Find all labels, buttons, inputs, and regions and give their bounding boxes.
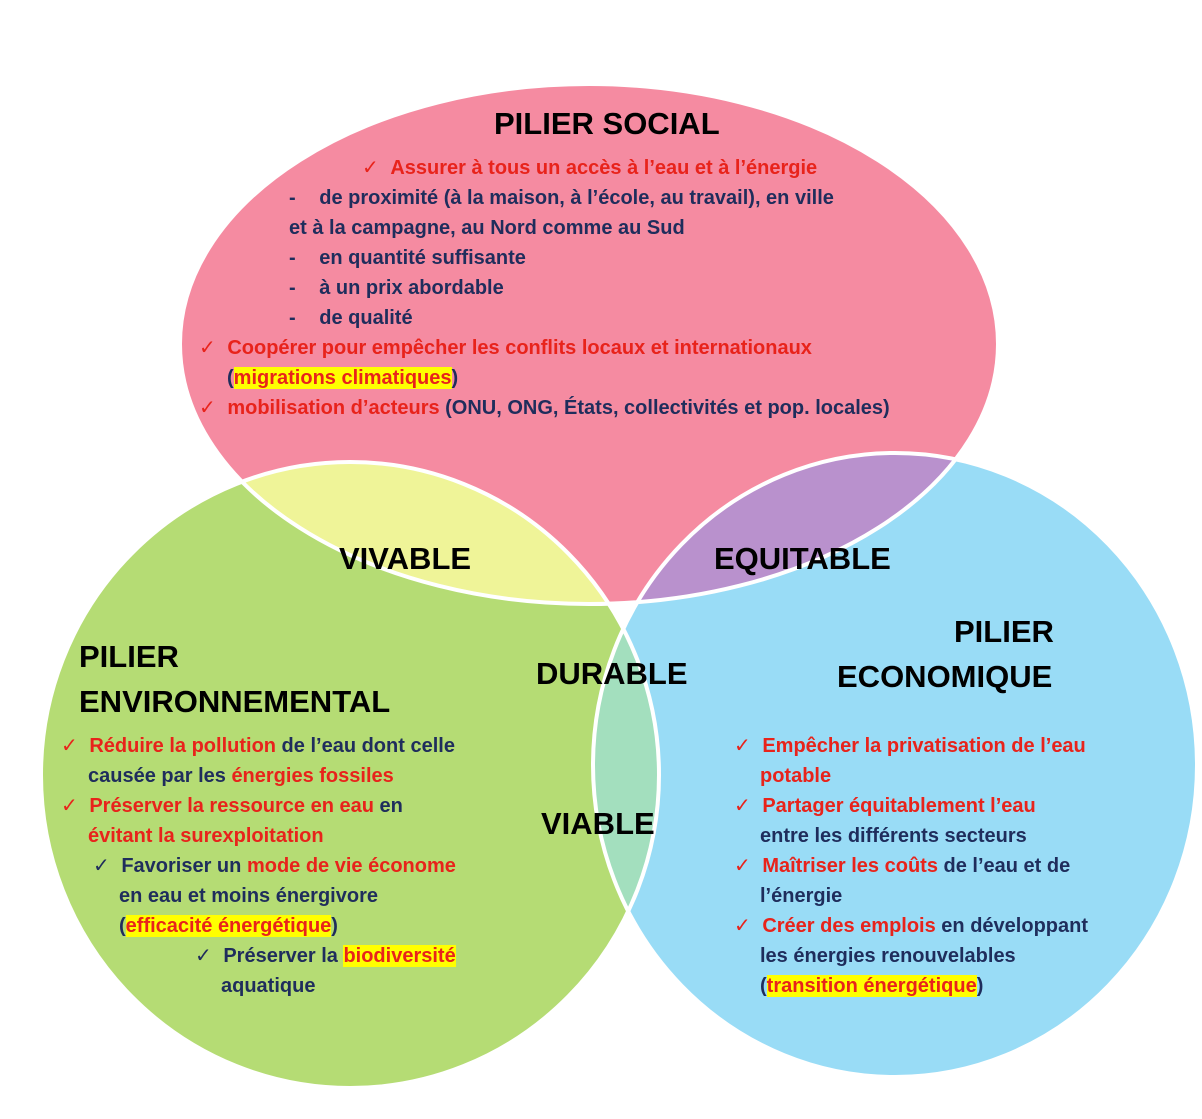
social-outline — [178, 82, 1000, 606]
zone-equitable-label: EQUITABLE — [714, 541, 891, 576]
zone-vivable-label: VIVABLE — [339, 541, 472, 576]
social-title: PILIER SOCIAL — [494, 106, 720, 141]
social-item-mobilisation: ✓ mobilisation d’acteurs (ONU, ONG, État… — [199, 397, 890, 419]
env-item-mode-de-vie-line2: en eau et moins énergivore — [119, 885, 378, 907]
social-sub-proximite: - de proximité (à la maison, à l’école, … — [289, 187, 834, 209]
eco-item-emplois: ✓ Créer des emplois en développant — [734, 915, 1088, 937]
social-sub-quantite: - en quantité suffisante — [289, 247, 526, 269]
highlight-migrations: migrations climatiques — [233, 367, 452, 389]
dash-bullet: - — [289, 307, 296, 329]
eco-item-couts: ✓ Maîtriser les coûts de l’eau et de — [734, 855, 1071, 877]
eco-item-privatisation-line2: potable — [760, 765, 832, 787]
check-icon: ✓ — [734, 915, 751, 937]
social-sub-qualite: - de qualité — [289, 307, 413, 329]
eco-item-partager: ✓ Partager équitablement l’eau — [734, 795, 1036, 817]
highlight-biodiversite: biodiversité — [343, 945, 456, 967]
eco-item-privatisation: ✓ Empêcher la privatisation de l’eau — [734, 735, 1086, 757]
check-icon: ✓ — [195, 945, 212, 967]
env-item-biodiversite: ✓ Préserver la biodiversité — [195, 945, 456, 967]
env-item-ressource: ✓ Préserver la ressource en eau en — [61, 795, 403, 817]
check-icon: ✓ — [734, 735, 751, 757]
highlight-transition: transition énergétique — [766, 975, 977, 997]
check-icon: ✓ — [61, 795, 78, 817]
social-item-cooperer-line2: (migrations climatiques) — [227, 367, 459, 389]
dash-bullet: - — [289, 187, 296, 209]
economique-title-line1: PILIER — [954, 614, 1054, 649]
check-icon: ✓ — [734, 795, 751, 817]
zone-viable-label: VIABLE — [541, 806, 655, 841]
zone-durable-label: DURABLE — [536, 656, 688, 691]
env-item-ressource-line2: évitant la surexploitation — [88, 825, 324, 847]
economique-title-line2: ECONOMIQUE — [837, 659, 1053, 694]
eco-item-emplois-line2: les énergies renouvelables — [760, 945, 1016, 967]
economique-outline — [591, 451, 1199, 1079]
check-icon: ✓ — [362, 157, 379, 179]
social-sub-prix: - à un prix abordable — [289, 277, 504, 299]
dash-bullet: - — [289, 277, 296, 299]
eco-item-couts-line2: l’énergie — [760, 885, 843, 907]
social-item-access: ✓ Assurer à tous un accès à l’eau et à l… — [362, 157, 818, 179]
env-item-pollution: ✓ Réduire la pollution de l’eau dont cel… — [61, 735, 455, 757]
env-item-mode-de-vie: ✓ Favoriser un mode de vie économe — [93, 855, 456, 877]
check-icon: ✓ — [199, 337, 216, 359]
eco-item-partager-line2: entre les différents secteurs — [760, 825, 1027, 847]
check-icon: ✓ — [93, 855, 110, 877]
check-icon: ✓ — [61, 735, 78, 757]
social-sub-proximite-line2: et à la campagne, au Nord comme au Sud — [289, 217, 685, 239]
env-item-mode-de-vie-line3: (efficacité énergétique) — [119, 915, 338, 937]
eco-item-emplois-line3: (transition énergétique) — [760, 975, 984, 997]
economique-circle — [593, 453, 1197, 1077]
highlight-efficacite: efficacité énergétique — [125, 915, 332, 937]
env-item-pollution-line2: causée par les énergies fossiles — [88, 765, 394, 787]
env-item-biodiversite-line2: aquatique — [221, 975, 316, 997]
check-icon: ✓ — [199, 397, 216, 419]
check-icon: ✓ — [734, 855, 751, 877]
environnemental-title-line2: ENVIRONNEMENTAL — [79, 684, 391, 719]
dash-bullet: - — [289, 247, 296, 269]
environnemental-outline — [39, 460, 661, 1090]
environnemental-title-line1: PILIER — [79, 639, 179, 674]
social-item-cooperer: ✓ Coopérer pour empêcher les conflits lo… — [199, 337, 812, 359]
